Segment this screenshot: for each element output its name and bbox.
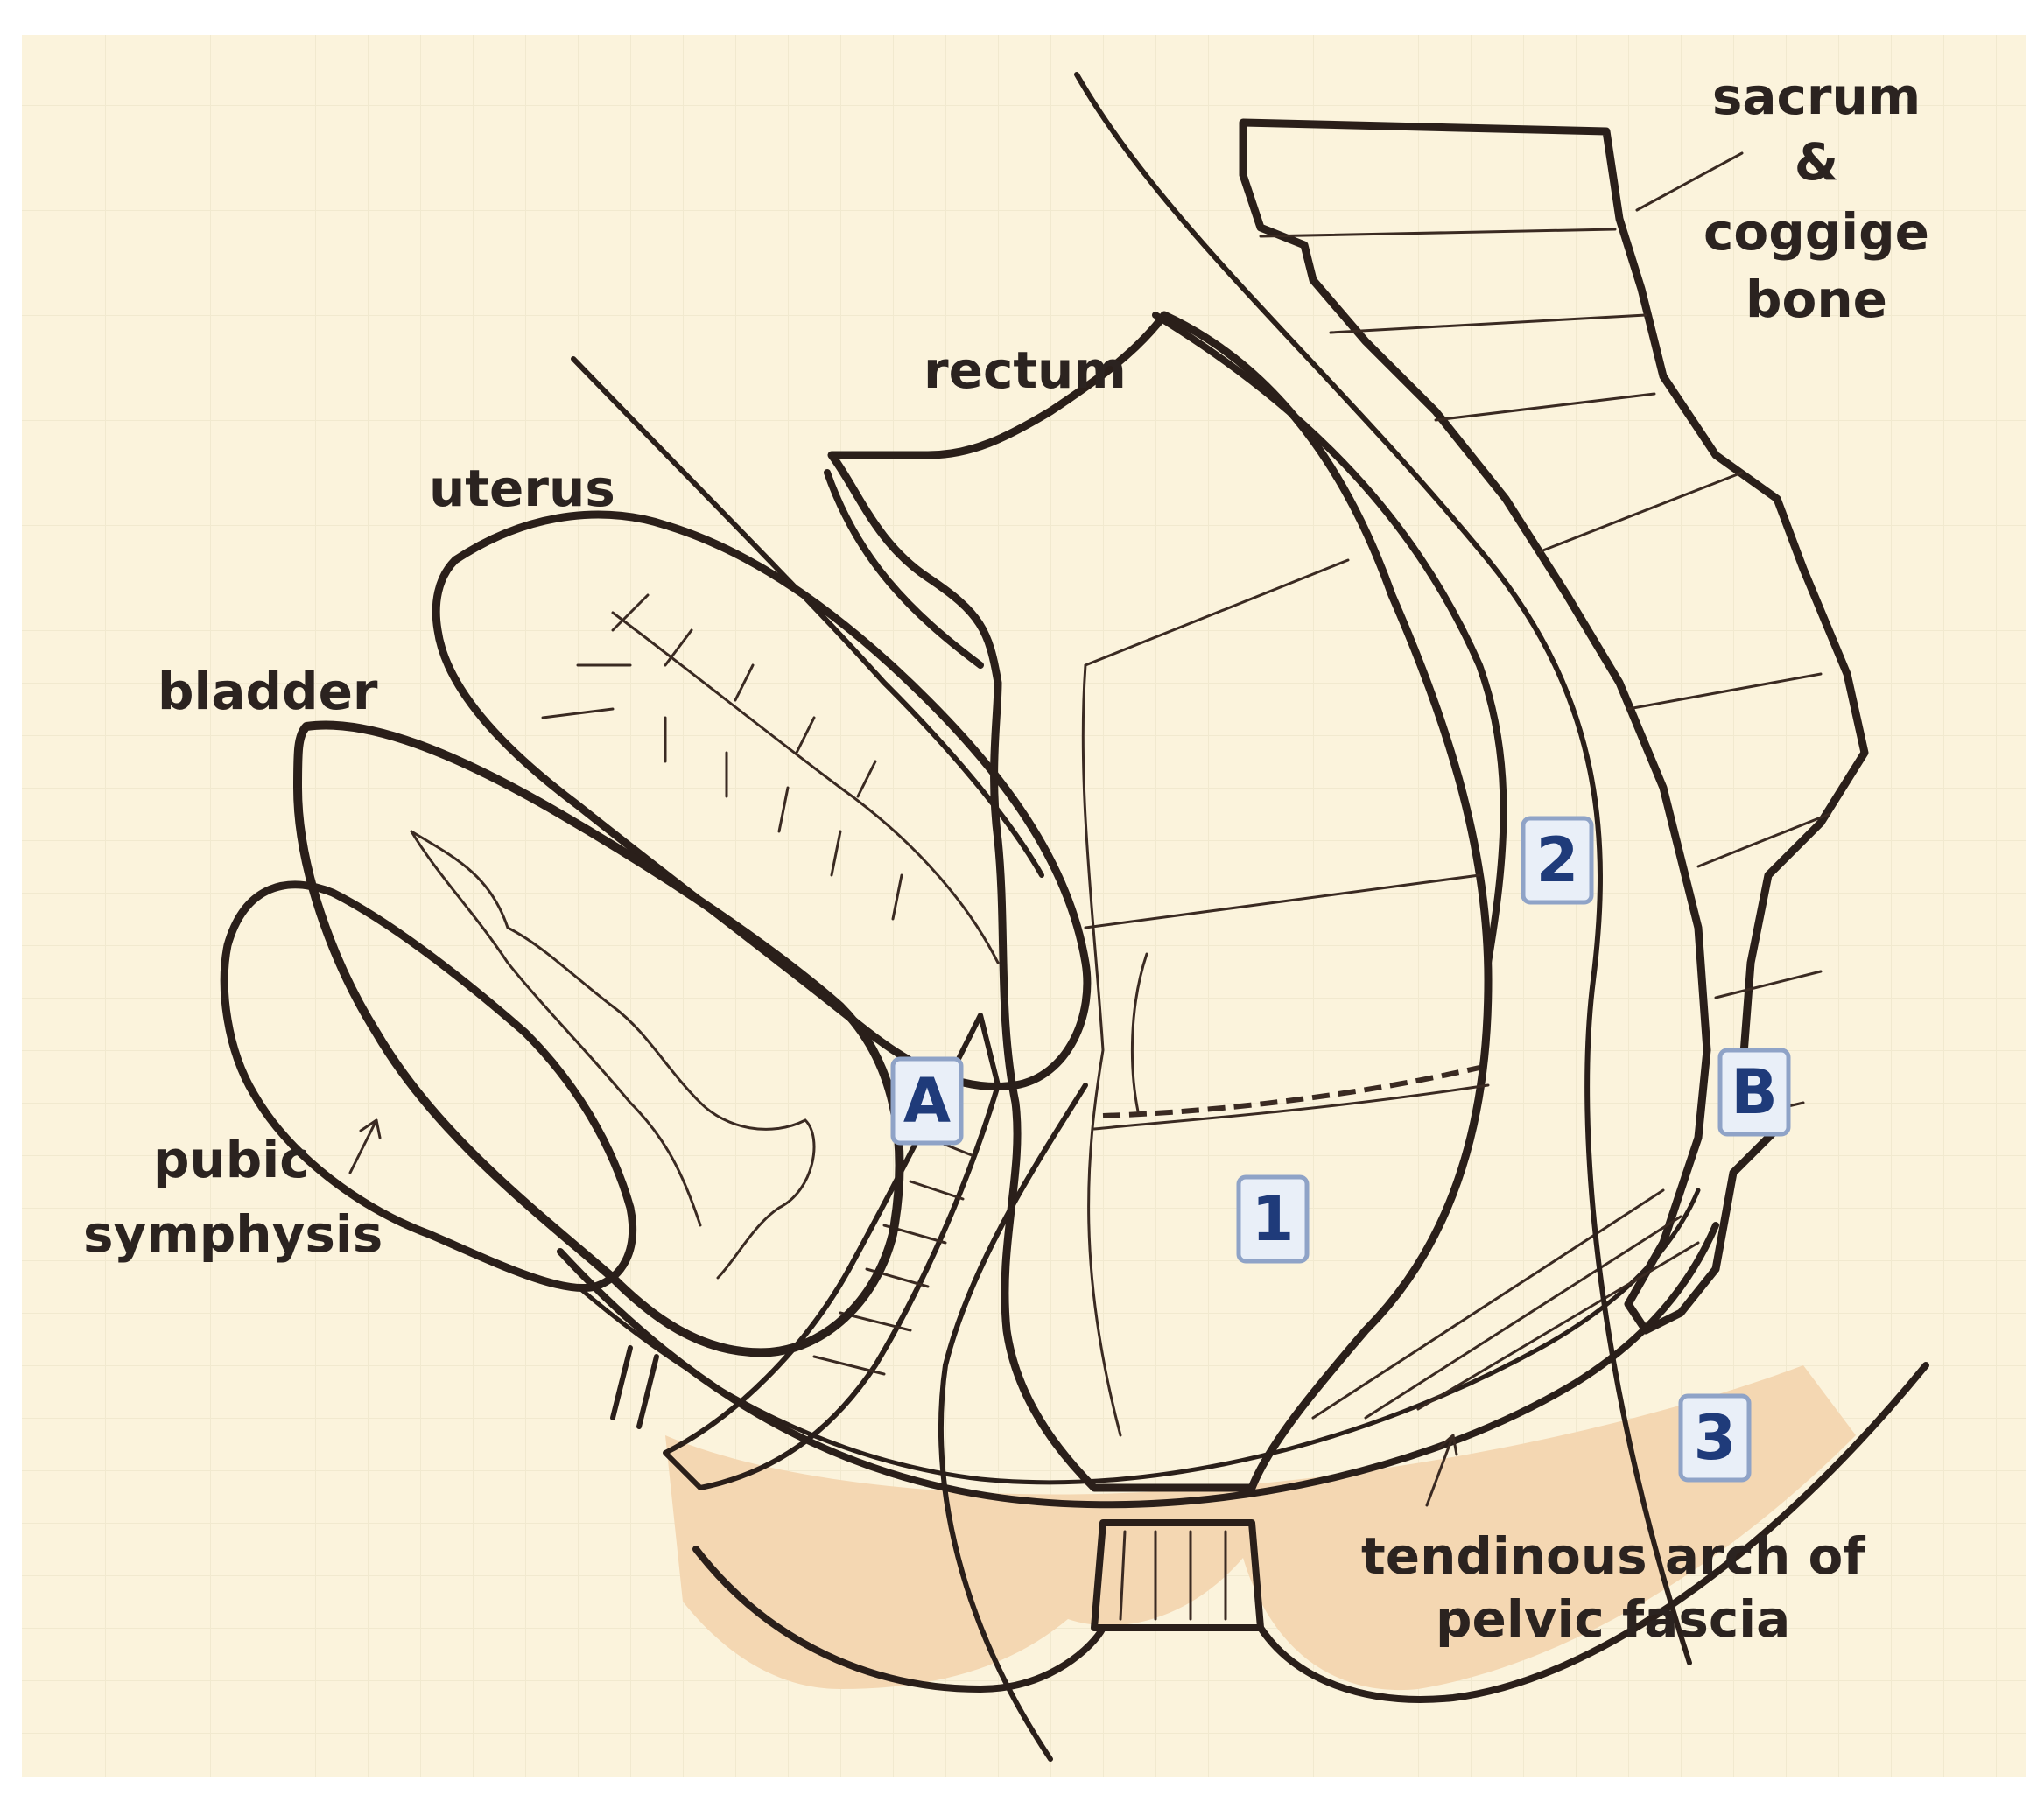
marker-A: A xyxy=(890,1056,964,1146)
svg-text:2: 2 xyxy=(1536,824,1579,896)
label-uterus: uterus xyxy=(429,459,615,518)
svg-text:B: B xyxy=(1731,1056,1777,1128)
marker-2: 2 xyxy=(1521,816,1594,905)
levator-fibers xyxy=(1311,1188,1700,1420)
vagina-rugae xyxy=(812,1136,973,1376)
perineum-outline xyxy=(692,1362,1929,1703)
rectum-folds xyxy=(1084,558,1490,1131)
label-symphysis: symphysis xyxy=(83,1204,383,1264)
marker-1: 1 xyxy=(1236,1174,1310,1264)
sacrum-pointer xyxy=(1635,151,1744,212)
peritoneum-line xyxy=(824,469,984,669)
pubic-symphysis-bone xyxy=(220,880,637,1292)
anal-canal-lines xyxy=(1119,1530,1227,1621)
label-sacrum-1: sacrum xyxy=(1712,67,1921,126)
pelvic-fascia-inner xyxy=(575,1188,1701,1485)
anterior-abdominal-line xyxy=(571,356,1044,878)
marker-B: B xyxy=(1717,1048,1791,1137)
label-pelvic-fascia: pelvic fascia xyxy=(1436,1589,1790,1649)
pubic-arrow xyxy=(348,1118,382,1174)
label-sacrum-2: & xyxy=(1795,132,1839,192)
marker-3: 3 xyxy=(1678,1393,1752,1483)
rectum xyxy=(827,311,1493,1492)
svg-text:3: 3 xyxy=(1694,1402,1737,1474)
sacrum-coccyx-bone xyxy=(1239,118,1869,1335)
label-pubic: pubic xyxy=(153,1130,310,1189)
label-rectum: rectum xyxy=(924,340,1127,400)
urethra xyxy=(610,1345,659,1429)
label-sacrum-3: coggige xyxy=(1703,202,1929,262)
posterior-body-curve xyxy=(1074,72,1692,1665)
perineal-tissue xyxy=(665,1365,1856,1691)
rectal-sphincter-beads xyxy=(1102,1065,1480,1118)
label-bladder: bladder xyxy=(158,662,378,721)
label-sacrum-4: bone xyxy=(1745,270,1887,329)
svg-text:A: A xyxy=(903,1065,951,1137)
rectum-outer-curve xyxy=(1152,312,1507,966)
label-tendinous-arch: tendinous arch of xyxy=(1361,1526,1865,1586)
uterine-cavity xyxy=(541,593,1000,964)
arch-arrow xyxy=(1425,1434,1458,1507)
sacrum-segment-lines xyxy=(1259,228,1831,1122)
vagina xyxy=(663,1013,1001,1490)
bladder xyxy=(293,720,904,1357)
svg-text:1: 1 xyxy=(1252,1183,1295,1255)
uterus xyxy=(432,510,1092,1090)
rectal-wall-inner xyxy=(1081,663,1148,1437)
vaginal-wall-line xyxy=(938,1083,1088,1762)
bladder-mucosa xyxy=(410,830,816,1280)
